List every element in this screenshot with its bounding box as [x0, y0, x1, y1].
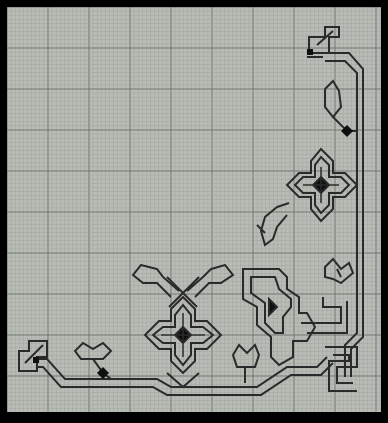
square-spiral-block: [243, 269, 347, 365]
embroidery-pattern: [19, 27, 363, 395]
cross-stitch-corner-motif-icon: [7, 7, 381, 412]
middle-left-leaf: [257, 203, 289, 245]
upper-medallion: [287, 149, 357, 221]
graph-paper-sheet: [7, 7, 381, 412]
crossed-leaves: [133, 265, 233, 307]
bottom-tulip: [233, 345, 259, 383]
